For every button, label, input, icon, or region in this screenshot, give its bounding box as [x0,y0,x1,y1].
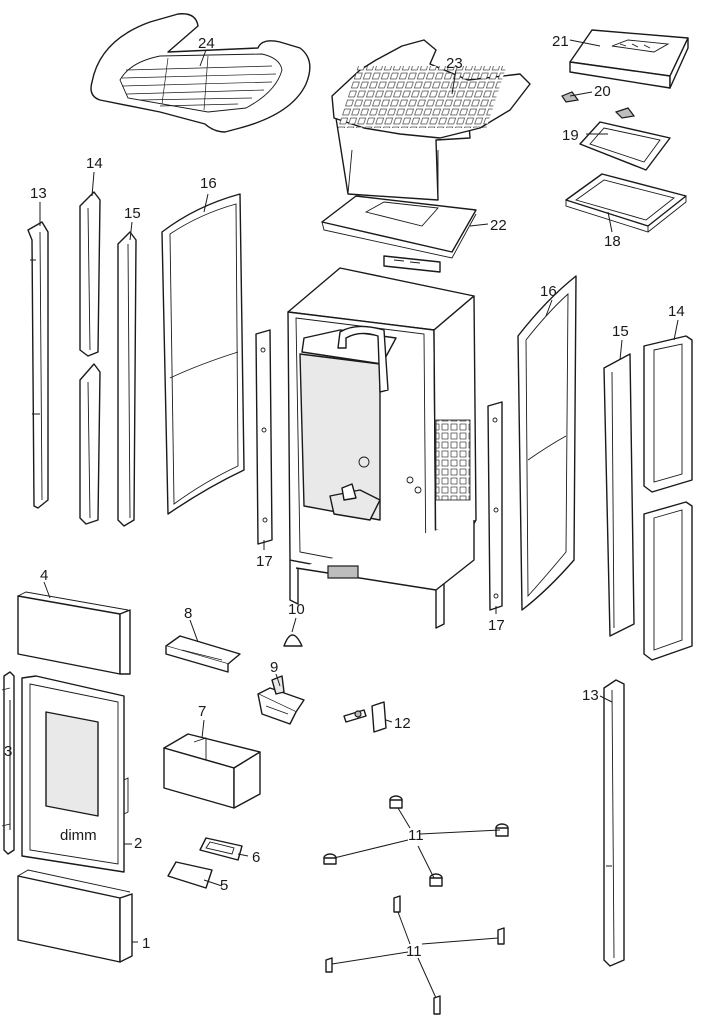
callout-9: 9 [270,659,278,676]
callout-15-left: 15 [124,205,141,222]
part-20-connectors [561,91,636,119]
callout-22: 22 [490,217,507,234]
part-14-right-cover-upper [643,335,693,493]
callout-2: 2 [134,835,142,852]
part-3-hinge-bar [1,671,15,855]
part-11-feet-upper-group [323,795,509,887]
part-19-gasket-frame [579,121,671,171]
callout-7: 7 [198,703,206,720]
callout-13-left: 13 [30,185,47,202]
part-21-control-box [569,29,689,89]
callout-14-left: 14 [86,155,103,172]
callout-21: 21 [552,33,569,50]
part-17-right-bracket [487,401,503,611]
part-14-left-cover-upper [79,191,101,357]
callout-24: 24 [198,35,215,52]
callout-11-upper: 11 [408,827,424,844]
callout-15-right: 15 [612,323,629,340]
callout-labels: 24 23 21 20 19 18 22 13 14 15 16 16 15 1… [4,33,685,960]
callout-17-right: 17 [488,617,505,634]
callout-19: 19 [562,127,579,144]
part-14-right-cover-lower [643,501,693,661]
part-16-left-curved-panel [161,193,245,515]
part-1-lower-front-panel [17,869,133,963]
part-17-left-bracket [255,329,273,545]
part-23-perforated-top-panel [331,39,531,201]
callout-20: 20 [594,83,611,100]
part-11-feet-lower-group [325,895,505,1015]
part-7-ash-box [163,733,261,809]
callout-16-left: 16 [200,175,217,192]
part-4-upper-front-panel [17,591,131,675]
callout-11-lower: 11 [406,943,422,960]
callout-1: 1 [142,935,150,952]
part-18-tray-frame [565,173,687,233]
part-12-sensor-bracket [343,701,387,733]
part-24-top-grille-cover [90,13,311,133]
callout-17-left: 17 [256,553,273,570]
leader-lines [9,39,679,999]
part-2-door: dimm [21,675,129,873]
callout-5: 5 [220,877,228,894]
part-22-cover-plate [321,195,477,259]
callout-4: 4 [40,567,48,584]
part-16-right-curved-panel [517,275,577,611]
callout-10: 10 [288,601,305,618]
callout-23: 23 [446,55,463,72]
part-14-left-cover-lower [79,363,101,525]
part-8-handle [165,635,241,673]
part-9-burn-pot [257,675,305,725]
part-6-small-gasket [199,837,243,861]
part-15-left-inner-panel [117,231,137,527]
callout-14-right: 14 [668,303,685,320]
callout-13-right: 13 [582,687,599,704]
callout-3: 3 [4,743,12,760]
door-logo: dimm [60,827,97,844]
callout-8: 8 [184,605,192,622]
callout-12: 12 [394,715,411,732]
callout-16-right: 16 [540,283,557,300]
part-15-right-inner-panel [603,353,635,637]
callout-18: 18 [604,233,621,250]
main-stove-frame [287,255,477,629]
part-5-small-plate [167,861,213,889]
callout-6: 6 [252,849,260,866]
part-13-right-side-strip [603,679,625,967]
part-10-deflector [283,634,303,647]
part-13-left-side-strip [27,221,49,509]
